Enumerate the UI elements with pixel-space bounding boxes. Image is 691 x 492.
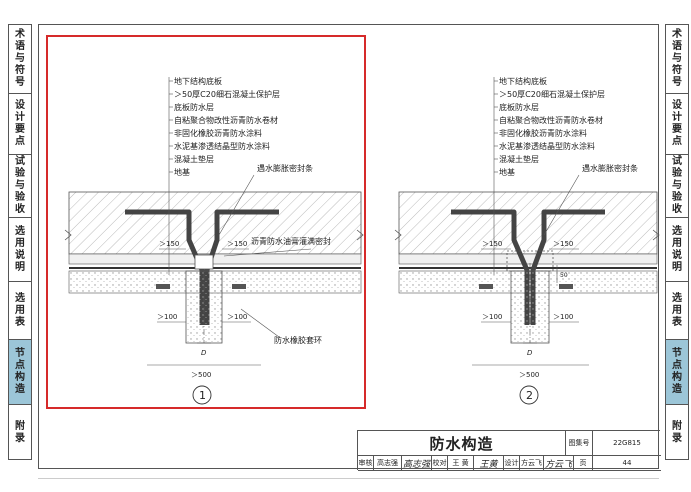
side-tab-right-4[interactable]: 选用说明 xyxy=(666,218,688,282)
designer-signature: 方云飞 xyxy=(544,456,574,471)
detail-2-number: 2 xyxy=(526,389,533,402)
detail-1-dim-150-right: ＞150 xyxy=(227,240,247,248)
side-tab-left-4[interactable]: 选用说明 xyxy=(9,218,31,282)
right-side-tabs: 术语与符号设计要点试验与验收选用说明选用表节点构造附录 xyxy=(665,24,689,460)
detail-1-layer-callouts-item: 自粘聚合物改性沥青防水卷材 xyxy=(174,115,278,125)
detail-1-seal-strip-right xyxy=(232,284,246,289)
detail-1-dim-100-left: ＞100 xyxy=(157,313,177,321)
atlas-number: 22G815 xyxy=(593,431,661,456)
detail-2-layer-callouts-item: 底板防水层 xyxy=(499,102,539,112)
checker-signature: 王黄 xyxy=(474,456,504,471)
detail-1-mastic-label: 沥青防水油膏灌满密封 xyxy=(251,236,331,246)
detail-2-number-circle xyxy=(519,385,539,405)
detail-2: 地下结构底板 ＞50厚C20细石混凝土保护层底板防水层自粘聚合物改性沥青防水卷材非… xyxy=(394,76,660,405)
side-tab-right-6[interactable]: 节点构造 xyxy=(666,340,688,405)
detail-2-layer-callouts-item: 地基 xyxy=(499,167,515,177)
drawing-sheet: 地下结构底板＞50厚C20细石混凝土保护层底板防水层自粘聚合物改性沥青防水卷材非… xyxy=(38,24,661,471)
page-label: 页 xyxy=(574,456,593,471)
detail-1-layer-callouts-item: ＞50厚C20细石混凝土保护层 xyxy=(174,89,280,99)
side-tab-left-7[interactable]: 附录 xyxy=(15,421,25,444)
detail-2-layer-callouts-item: 自粘聚合物改性沥青防水卷材 xyxy=(499,115,603,125)
left-side-tabs: 术语与符号设计要点试验与验收选用说明选用表节点构造附录 xyxy=(8,24,32,460)
detail-1-layer-callouts: 地下结构底板 ＞50厚C20细石混凝土保护层底板防水层自粘聚合物改性沥青防水卷材非… xyxy=(169,76,280,177)
detail-1-layer-callouts-item: 水泥基渗透结晶型防水涂料 xyxy=(174,141,270,151)
side-tab-right-1[interactable]: 术语与符号 xyxy=(666,25,688,94)
designer-name: 方云飞 xyxy=(520,456,544,471)
detail-1-number-circle xyxy=(192,385,212,405)
detail-2-coating-zone xyxy=(506,250,554,272)
detail-2-dim-100-right: ＞100 xyxy=(553,313,573,321)
footer-divider xyxy=(38,478,659,479)
title-block: 防水构造 图集号 22G815 审核 高志强 高志强 校对 王 黄 王黄 设计 … xyxy=(357,430,661,471)
page-number: 44 xyxy=(593,456,661,471)
reviewer-name: 高志强 xyxy=(374,456,402,471)
detail-1-diameter-label: D xyxy=(201,349,207,357)
drawing-title: 防水构造 xyxy=(358,431,566,456)
detail-2-dim-50: 50 xyxy=(560,272,568,279)
side-tab-left-3[interactable]: 试验与验收 xyxy=(9,155,31,218)
detail-1-dim-500: ＞500 xyxy=(191,371,211,379)
detail-2-layer-callouts-item: 水泥基渗透结晶型防水涂料 xyxy=(499,141,595,151)
detail-2-slab xyxy=(398,191,658,255)
side-tab-right-7[interactable]: 附录 xyxy=(672,421,682,444)
side-tab-left-1[interactable]: 术语与符号 xyxy=(9,25,31,94)
detail-2-dim-100-left: ＞100 xyxy=(482,313,502,321)
detail-1-highlight-frame xyxy=(46,35,366,409)
design-label: 设计 xyxy=(504,456,520,471)
detail-1-layer-callouts-item: 混凝土垫层 xyxy=(174,154,214,164)
side-tab-right-3[interactable]: 试验与验收 xyxy=(666,155,688,218)
detail-1-layer-callouts-item: 地下结构底板 xyxy=(174,76,222,86)
reviewer-signature: 高志强 xyxy=(402,456,432,471)
detail-1-ring-label: 防水橡胶套环 xyxy=(274,335,322,345)
detail-1-protection-layer xyxy=(68,253,362,265)
detail-2-layer-callouts-item: 地下结构底板 xyxy=(499,76,547,86)
detail-2-protection-layer xyxy=(398,253,658,265)
detail-2-seal-strip-right xyxy=(559,284,573,289)
detail-1-seal-label: 遇水膨胀密封条 xyxy=(257,163,313,173)
side-tab-right-5[interactable]: 选用表 xyxy=(666,282,688,340)
detail-2-layer-callouts-item: 混凝土垫层 xyxy=(499,154,539,164)
detail-1-layer-callouts-item: 非固化橡胶沥青防水涂料 xyxy=(174,128,262,138)
construction-drawing: 地下结构底板＞50厚C20细石混凝土保护层底板防水层自粘聚合物改性沥青防水卷材非… xyxy=(46,35,660,409)
side-tab-left-6[interactable]: 节点构造 xyxy=(9,340,31,405)
review-label: 审核 xyxy=(358,456,374,471)
detail-2-layer-callouts-item: ＞50厚C20细石混凝土保护层 xyxy=(499,89,605,99)
detail-1: 地下结构底板 ＞50厚C20细石混凝土保护层底板防水层自粘聚合物改性沥青防水卷材非… xyxy=(46,35,366,409)
detail-1-layer-callouts-item: 地基 xyxy=(174,167,190,177)
detail-2-seal-label: 遇水膨胀密封条 xyxy=(582,163,638,173)
detail-2-dim-500: ＞500 xyxy=(519,371,539,379)
detail-1-dim-100-right: ＞100 xyxy=(227,313,247,321)
checker-name: 王 黄 xyxy=(448,456,474,471)
detail-2-diameter-label: D xyxy=(527,349,533,357)
detail-2-layer-callouts-item: 非固化橡胶沥青防水涂料 xyxy=(499,128,587,138)
side-tab-right-2[interactable]: 设计要点 xyxy=(666,94,688,155)
detail-2-seal-strip-left xyxy=(479,284,493,289)
side-tab-left-2[interactable]: 设计要点 xyxy=(9,94,31,155)
detail-1-dim-150-left: ＞150 xyxy=(159,240,179,248)
detail-1-seal-strip-left xyxy=(156,284,170,289)
detail-1-layer-callouts-item: 底板防水层 xyxy=(174,102,214,112)
detail-2-dim-150-right: ＞150 xyxy=(553,240,573,248)
detail-2-layer-callouts: 地下结构底板 ＞50厚C20细石混凝土保护层底板防水层自粘聚合物改性沥青防水卷材非… xyxy=(494,76,605,177)
atlas-label: 图集号 xyxy=(566,431,593,456)
detail-2-dim-150-left: ＞150 xyxy=(482,240,502,248)
side-tab-left-5[interactable]: 选用表 xyxy=(9,282,31,340)
check-label: 校对 xyxy=(432,456,448,471)
detail-1-number: 1 xyxy=(199,389,206,402)
detail-1-mastic-fill xyxy=(194,254,214,270)
